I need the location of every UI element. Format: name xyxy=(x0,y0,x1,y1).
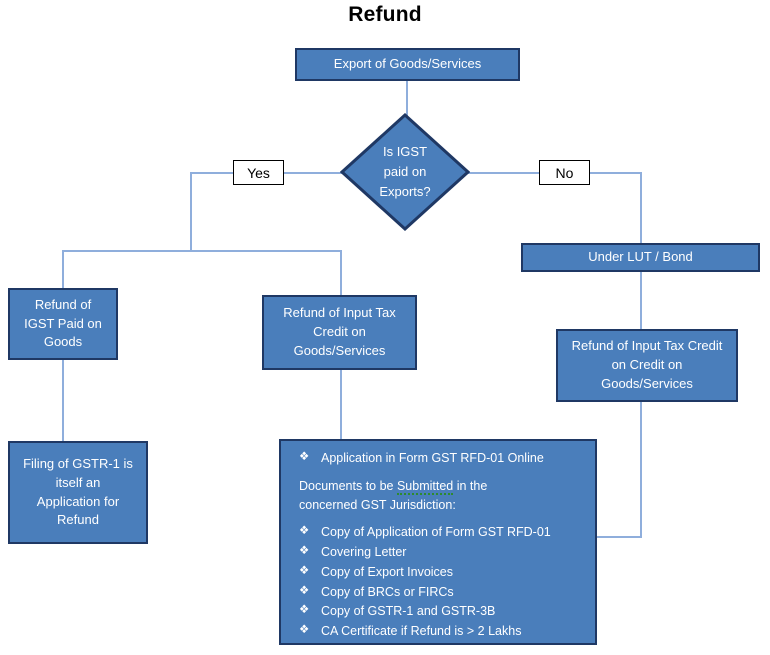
connector-yes-split-bar xyxy=(62,250,342,252)
bullet-diamond-icon: ❖ xyxy=(299,451,310,463)
node-refund-itc-goods-services[interactable]: Refund of Input Tax Credit on Goods/Serv… xyxy=(262,295,417,370)
doclist-item-application-online: ❖ Application in Form GST RFD-01 Online xyxy=(299,449,585,468)
list-item: ❖ Copy of GSTR-1 and GSTR-3B xyxy=(299,602,585,621)
gstr1-line-2: itself an xyxy=(55,474,101,490)
connector-refund-itc-left-to-doclist xyxy=(340,370,342,439)
doclist-intro-line-2: concerned GST Jurisdiction: xyxy=(299,497,456,512)
label-no[interactable]: No xyxy=(539,160,590,185)
refund-itc-left-line-2: Credit on xyxy=(313,324,366,340)
node-refund-igst-paid-goods[interactable]: Refund of IGST Paid on Goods xyxy=(8,288,118,360)
label-yes[interactable]: Yes xyxy=(233,160,284,185)
connector-decision-to-yes xyxy=(283,172,345,174)
gstr1-line-1: Filing of GSTR-1 is xyxy=(23,455,133,471)
list-item: ❖ Covering Letter xyxy=(299,543,585,562)
connector-to-refund-igst xyxy=(62,250,64,288)
list-item-label: Copy of GSTR-1 and GSTR-3B xyxy=(321,604,496,619)
refund-itc-right-line-3: Goods/Services xyxy=(601,375,693,391)
list-item: ❖ Copy of Export Invoices xyxy=(299,563,585,582)
connector-no-right-run xyxy=(588,172,642,174)
label-no-text: No xyxy=(555,164,574,181)
doclist-items: ❖ Copy of Application of Form GST RFD-01… xyxy=(299,523,585,641)
connector-yes-drop xyxy=(190,172,192,251)
refund-igst-line-1: Refund of xyxy=(34,296,92,312)
connector-refund-itc-right-drop xyxy=(640,401,642,537)
refund-itc-right-line-1: Refund of Input Tax Credit xyxy=(571,338,723,354)
doclist-intro-paragraph: Documents to be Submitted in the concern… xyxy=(299,477,585,515)
node-refund-itc-credit-goods-services[interactable]: Refund of Input Tax Credit on Credit on … xyxy=(556,329,738,402)
bullet-diamond-icon: ❖ xyxy=(299,624,310,636)
refund-igst-line-3: Goods xyxy=(43,334,83,350)
doclist-intro-line-1c: in the xyxy=(453,478,488,493)
node-filing-gstr1-application[interactable]: Filing of GSTR-1 is itself an Applicatio… xyxy=(8,441,148,544)
node-document-requirements[interactable]: ❖ Application in Form GST RFD-01 Online … xyxy=(279,439,597,645)
doclist-intro-spellchecked-word: Submitted xyxy=(396,478,454,495)
refund-itc-right-line-2: on Credit on xyxy=(611,357,683,373)
connector-decision-to-no xyxy=(468,172,539,174)
connector-yes-left-run xyxy=(190,172,234,174)
node-lut-label: Under LUT / Bond xyxy=(588,249,693,265)
list-item: ❖ CA Certificate if Refund is > 2 Lakhs xyxy=(299,622,585,641)
refund-itc-left-line-3: Goods/Services xyxy=(293,342,386,358)
connector-to-refund-itc-left xyxy=(340,250,342,295)
list-item-label: Copy of BRCs or FIRCs xyxy=(321,584,454,599)
list-item-label: Copy of Export Invoices xyxy=(321,564,454,579)
connector-refund-igst-to-gstr1 xyxy=(62,359,64,442)
bullet-diamond-icon: ❖ xyxy=(299,604,310,617)
doclist-intro-line-1: Documents to be Submitted in the xyxy=(299,477,585,496)
bullet-diamond-icon: ❖ xyxy=(299,525,310,538)
connector-no-drop xyxy=(640,172,642,244)
refund-itc-left-line-1: Refund of Input Tax xyxy=(283,305,396,321)
node-export-label: Export of Goods/Services xyxy=(333,56,482,72)
node-decision-igst-paid[interactable]: Is IGST paid on Exports? xyxy=(340,113,470,231)
connector-refund-itc-right-to-doclist xyxy=(596,536,642,538)
connector-lut-to-refund-itc-right xyxy=(640,271,642,329)
diamond-shape-icon xyxy=(340,113,470,231)
node-refund-itc-left-label: Refund of Input Tax Credit on Goods/Serv… xyxy=(270,304,409,361)
gstr1-line-4: Refund xyxy=(57,512,99,528)
list-item: ❖ Copy of BRCs or FIRCs xyxy=(299,583,585,602)
gstr1-line-3: Application for xyxy=(36,493,120,509)
list-item: ❖ Copy of Application of Form GST RFD-01 xyxy=(299,523,585,542)
node-under-lut-bond[interactable]: Under LUT / Bond xyxy=(521,243,760,272)
label-yes-text: Yes xyxy=(247,164,270,181)
list-item-label: Covering Letter xyxy=(321,545,407,559)
list-item-label: Copy of Application of Form GST RFD-01 xyxy=(321,525,551,540)
node-gstr1-label: Filing of GSTR-1 is itself an Applicatio… xyxy=(16,455,140,530)
list-item-label: CA Certificate if Refund is > 2 Lakhs xyxy=(321,624,522,638)
bullet-diamond-icon: ❖ xyxy=(299,545,310,557)
node-refund-itc-right-label: Refund of Input Tax Credit on Credit on … xyxy=(564,337,730,394)
bullet-diamond-icon: ❖ xyxy=(299,564,310,577)
doclist-intro-line-1a: Documents to be xyxy=(299,478,397,493)
bullet-diamond-icon: ❖ xyxy=(299,584,310,597)
connector-export-to-decision xyxy=(406,80,408,125)
page-title: Refund xyxy=(348,3,422,26)
refund-igst-line-2: IGST Paid on xyxy=(24,315,102,331)
node-refund-igst-label: Refund of IGST Paid on Goods xyxy=(16,296,110,353)
doclist-item-label: Application in Form GST RFD-01 Online xyxy=(321,451,544,465)
node-export-goods-services[interactable]: Export of Goods/Services xyxy=(295,48,520,81)
